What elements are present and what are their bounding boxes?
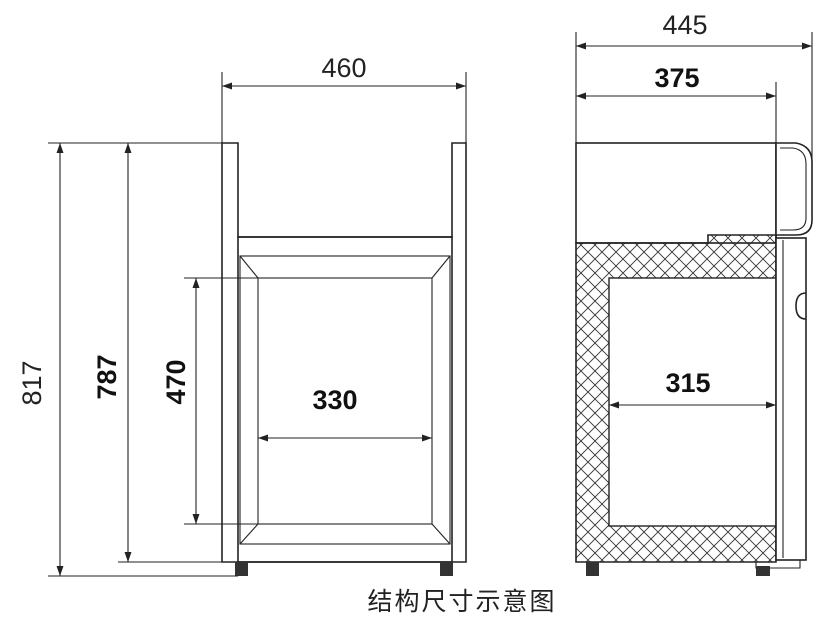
door-handle <box>795 292 807 320</box>
side-view: 445 375 315 <box>575 10 813 576</box>
front-view: 460 817 787 470 330 <box>17 53 467 577</box>
side-left-foot <box>586 562 599 576</box>
dim-side-overall-depth: 445 <box>662 10 707 40</box>
dim-inner-height: 470 <box>161 359 191 404</box>
dim-inner-width: 330 <box>312 385 357 415</box>
top-cap <box>775 142 813 236</box>
door-panel <box>775 237 807 561</box>
front-left-foot <box>235 562 248 576</box>
dim-side-body-depth: 375 <box>654 63 699 93</box>
dim-front-body-height: 787 <box>92 354 122 399</box>
side-right-foot <box>756 566 770 576</box>
dim-front-width: 460 <box>321 53 366 83</box>
diagram-caption: 结构尺寸示意图 <box>367 587 556 616</box>
inner-cavity <box>608 277 777 527</box>
dim-front-overall-height: 817 <box>17 360 47 405</box>
front-right-foot <box>440 562 453 576</box>
dim-inner-depth: 315 <box>665 368 710 398</box>
